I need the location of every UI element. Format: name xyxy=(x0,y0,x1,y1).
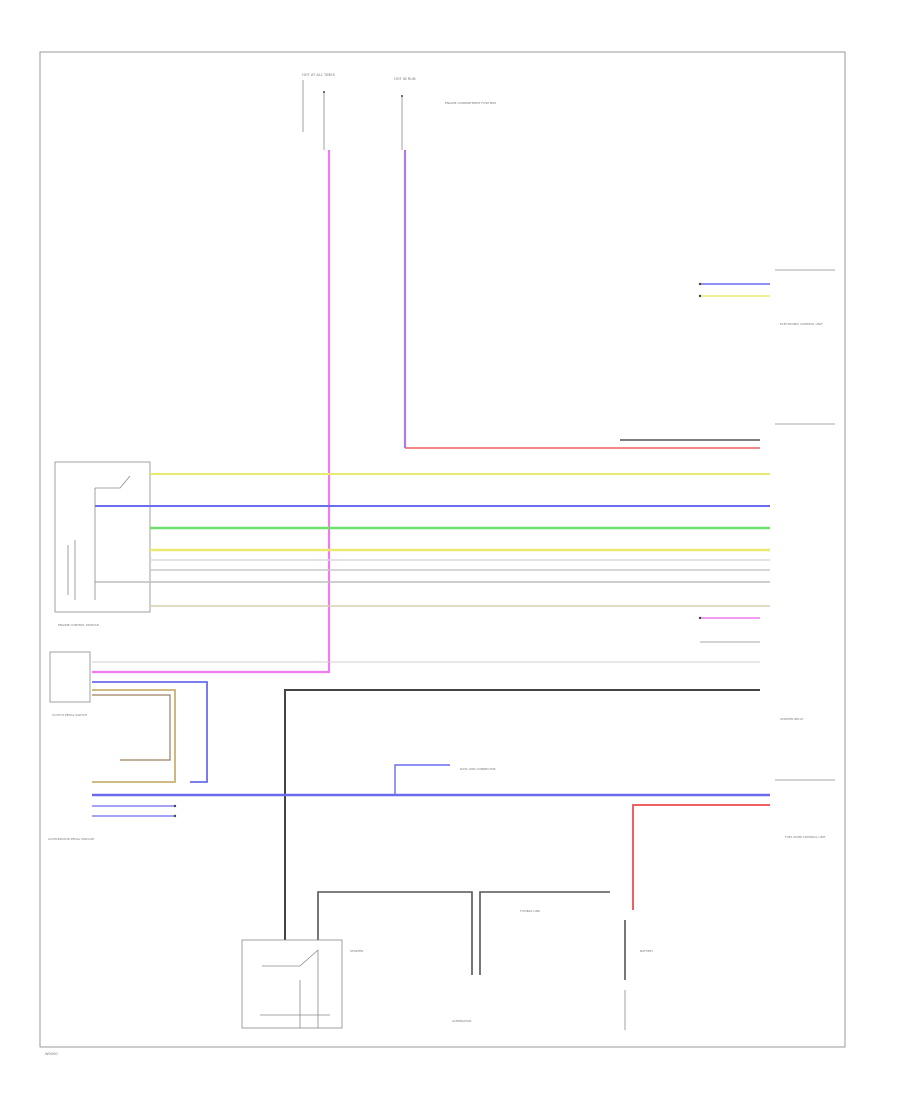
power-source-hot-at-all-times: HOT AT ALL TIMES xyxy=(302,73,336,150)
data-link-label: DATA LINK CONNECTOR xyxy=(460,767,496,771)
starter-label: STARTER xyxy=(350,949,363,953)
fusible-link-label: FUSIBLE LINK xyxy=(520,909,541,913)
wire-blue-datalink xyxy=(394,764,450,795)
diagram-id: W0000 xyxy=(45,1052,58,1056)
wire-fusible-loop xyxy=(479,891,610,975)
wire-pink xyxy=(92,150,331,674)
module-r2-label: STARTER RELAY xyxy=(780,717,804,721)
diagram-frame xyxy=(39,51,846,1048)
wire-red-fuel xyxy=(632,804,770,910)
fuse-box-note: ENGINE COMPARTMENT FUSE BOX xyxy=(445,101,496,105)
power-source-hot-in-run: HOT IN RUN ENGINE COMPARTMENT FUSE BOX xyxy=(394,77,496,150)
engine-control-module-box xyxy=(54,461,151,613)
wire-dark-gray xyxy=(284,689,760,940)
module-r3-label: FUEL PUMP CONTROL UNIT xyxy=(785,835,826,839)
clutch-pedal-switch-box xyxy=(49,651,91,703)
module-tr-label: ELECTRONIC CONTROL UNIT xyxy=(780,322,823,326)
module-left-label: ENGINE CONTROL MODULE xyxy=(58,623,99,627)
alternator-label: ALTERNATOR xyxy=(452,1019,471,1023)
starter-box xyxy=(241,939,343,1029)
battery-label: BATTERY xyxy=(640,949,653,953)
wire-starter-loop xyxy=(317,891,473,975)
module-left3-label: ACCELERATOR PEDAL MODULE xyxy=(48,837,94,841)
wire-brown-loop xyxy=(92,694,171,761)
relay-symbol-left xyxy=(67,475,131,600)
module-left2-label: CLUTCH PEDAL SWITCH xyxy=(52,713,87,717)
power-source-label-1: HOT AT ALL TIMES xyxy=(302,73,336,77)
power-source-label-2: HOT IN RUN xyxy=(394,77,416,81)
module-top-right: ELECTRONIC CONTROL UNIT xyxy=(698,269,835,326)
wire-tan-loop xyxy=(92,689,176,783)
wire-blue-loop xyxy=(92,681,208,783)
